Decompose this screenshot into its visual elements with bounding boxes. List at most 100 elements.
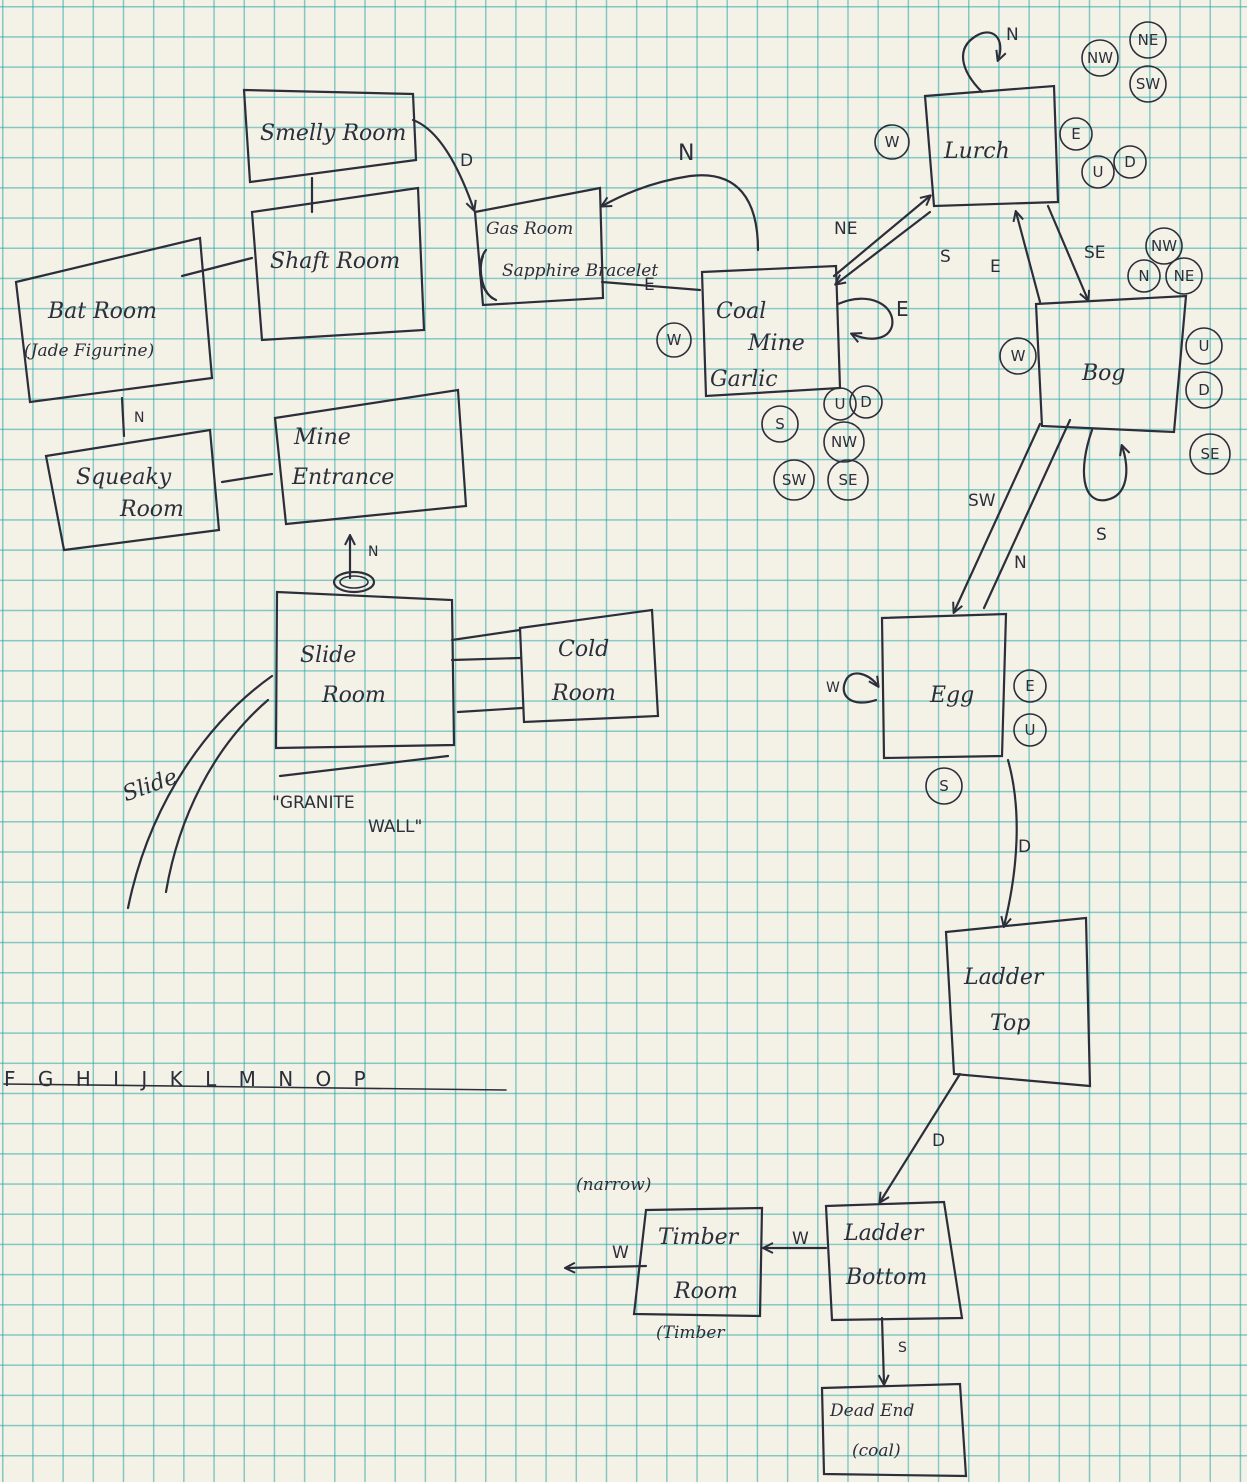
- squeaky-room-label-1: Squeaky: [76, 465, 172, 490]
- coal-exit-d: D: [849, 385, 883, 419]
- conn-coal-lurch-ne: [832, 196, 930, 278]
- exit-d-egg-ladder: D: [1018, 837, 1031, 857]
- dead-end-box: [820, 1382, 968, 1478]
- svg-text:SE: SE: [839, 471, 858, 489]
- slide-chute-left: [126, 674, 274, 910]
- granite-wall-label-1: "GRANITE: [272, 793, 355, 813]
- bog-exit-ne: NE: [1165, 257, 1203, 295]
- svg-text:NW: NW: [831, 433, 857, 451]
- conn-ladder-deadend-s: [882, 1316, 884, 1384]
- slide-hole-scribble: [332, 570, 376, 594]
- smelly-room-label: Smelly Room: [260, 121, 406, 146]
- cold-room-box: [518, 608, 660, 724]
- coal-exit-sw: SW: [773, 459, 815, 501]
- svg-text:S: S: [939, 777, 949, 795]
- slide-hole-scribble-2: [339, 575, 369, 589]
- conn-coal-loop-e: [836, 297, 894, 339]
- exit-e-gas-coal: E: [644, 275, 655, 295]
- cold-room-label-1: Cold: [558, 637, 609, 662]
- gas-room-box: [473, 186, 605, 307]
- timber-room-box: [632, 1206, 764, 1318]
- ladder-top-label-1: Ladder: [963, 965, 1045, 990]
- coal-exit-w: W: [656, 322, 692, 358]
- ladder-bottom-label-2: Bottom: [845, 1265, 927, 1290]
- svg-text:U: U: [835, 395, 846, 413]
- lurch-exit-e: E: [1059, 117, 1093, 151]
- svg-text:U: U: [1025, 721, 1036, 739]
- mine-entrance-box: [273, 388, 468, 526]
- ladder-bottom-box: [824, 1200, 964, 1322]
- timber-room-item: (Timber: [656, 1323, 725, 1343]
- bog-exit-n: N: [1127, 259, 1161, 293]
- conn-bog-egg-sw: [954, 422, 1042, 612]
- granite-wall-line: [278, 754, 450, 778]
- coal-exit-u: U: [823, 387, 857, 421]
- dead-end-item: (coal): [852, 1441, 901, 1461]
- conn-bog-loop-s: [1082, 428, 1126, 502]
- bog-label: Bog: [1081, 361, 1126, 386]
- lurch-label: Lurch: [943, 139, 1010, 164]
- egg-exit-u: U: [1013, 713, 1047, 747]
- slide-chute-label: Slide: [119, 764, 180, 807]
- svg-text:S: S: [775, 415, 785, 433]
- conn-timber-west: [566, 1266, 648, 1268]
- exit-d-smelly-gas: D: [460, 151, 473, 171]
- slide-chute-right: [164, 698, 270, 894]
- exit-e-lurch-bog: E: [990, 257, 1001, 277]
- conn-egg-bog-n: [982, 418, 1072, 610]
- bog-exit-se: SE: [1189, 433, 1231, 475]
- bog-box: [1034, 294, 1188, 434]
- bog-exit-w: W: [999, 337, 1037, 375]
- conn-egg-loop-w: [842, 672, 878, 704]
- bat-room-item: (Jade Figurine): [24, 341, 154, 361]
- squeaky-room-box: [44, 428, 221, 552]
- mine-entrance-label-1: Mine: [293, 425, 351, 450]
- svg-text:NE: NE: [1174, 267, 1195, 285]
- gas-room-scribble: [479, 248, 498, 302]
- bat-room-label: Bat Room: [47, 299, 157, 324]
- coal-mine-label-1: Coal: [716, 299, 766, 324]
- smelly-room-box: [242, 88, 418, 184]
- gas-room-label: Gas Room: [486, 219, 573, 239]
- exit-n-gas-loop: N: [678, 141, 694, 166]
- lurch-exit-d: D: [1113, 145, 1147, 179]
- exit-n-bat-squeaky: N: [134, 410, 144, 426]
- coal-mine-item: Garlic: [710, 367, 778, 392]
- timber-room-label-2: Room: [673, 1279, 738, 1304]
- shaft-room-label: Shaft Room: [270, 249, 400, 274]
- ladder-bottom-label-1: Ladder: [843, 1221, 925, 1246]
- conn-squeaky-mine: [220, 472, 274, 484]
- letters-row: F G H I J K L M N O P: [4, 1067, 374, 1091]
- egg-exit-s: S: [925, 767, 963, 805]
- egg-label: Egg: [929, 683, 974, 708]
- lurch-exit-ne: NE: [1129, 21, 1167, 59]
- granite-wall-label-2: WALL": [368, 817, 422, 837]
- exit-n-slide-mine: N: [368, 544, 378, 560]
- conn-gas-coal-e: [600, 280, 702, 292]
- conn-gas-loop-n: [602, 174, 760, 252]
- slide-room-label-2: Room: [321, 683, 386, 708]
- coal-exit-se: SE: [827, 459, 869, 501]
- exit-w-timber-west: W: [612, 1243, 629, 1263]
- svg-text:E: E: [1071, 125, 1080, 143]
- svg-text:D: D: [1124, 153, 1136, 171]
- exit-w-ladder-timber: W: [792, 1229, 809, 1249]
- conn-slide-cold-3: [456, 706, 524, 714]
- conn-bat-squeaky: [120, 396, 126, 438]
- conn-slide-cold-1: [450, 628, 522, 642]
- egg-exit-e: E: [1013, 669, 1047, 703]
- conn-egg-ladder-d: [1004, 758, 1018, 926]
- cold-room-label-2: Room: [551, 681, 616, 706]
- exit-n-lurch-loop: N: [1006, 25, 1019, 45]
- letters-strike-line: [3, 1083, 507, 1091]
- shaft-room-box: [250, 186, 426, 342]
- svg-text:SE: SE: [1201, 445, 1220, 463]
- conn-lurch-bog-se: [1046, 204, 1088, 300]
- timber-room-label-1: Timber: [658, 1225, 740, 1250]
- mine-entrance-label-2: Entrance: [291, 465, 394, 490]
- slide-room-label-1: Slide: [300, 643, 356, 668]
- conn-smelly-gas: [411, 118, 474, 210]
- conn-lurch-loop-n: [961, 31, 1000, 94]
- exit-e-coal-loop: E: [896, 297, 909, 321]
